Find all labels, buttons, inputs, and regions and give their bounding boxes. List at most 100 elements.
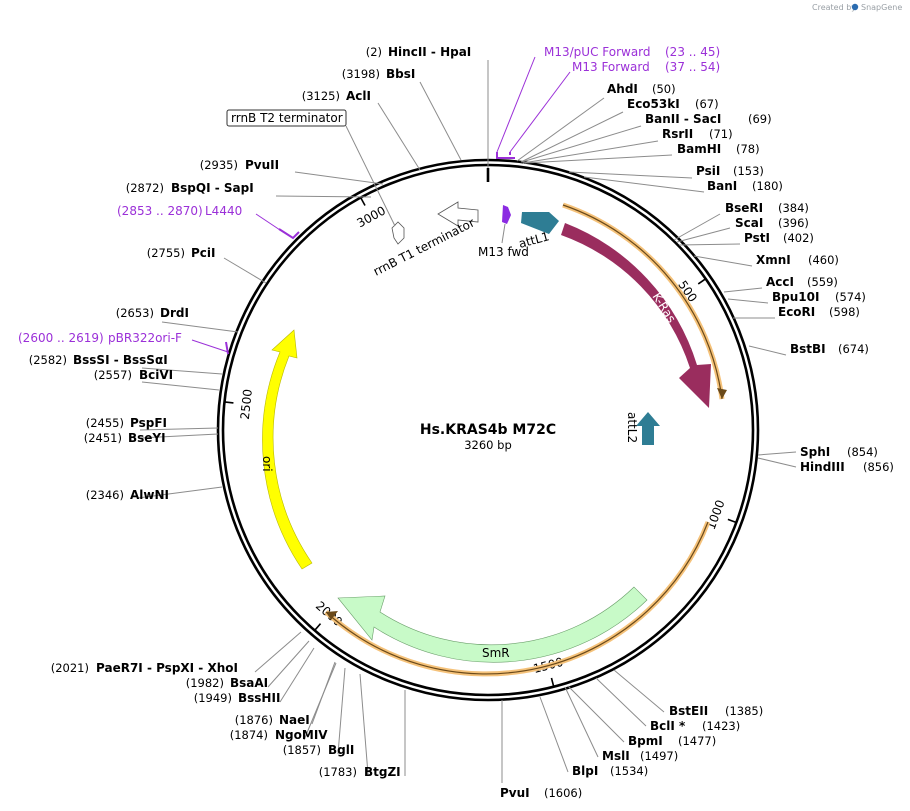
enzyme-leader-line (568, 171, 693, 179)
enzyme-leader-line (673, 213, 721, 241)
bp-tick-mark (550, 677, 555, 687)
enzyme-leader-line (757, 457, 797, 468)
enzyme-position: (460) (808, 253, 839, 267)
rrnb-t2-leader (345, 125, 396, 227)
enzyme-leader-line (520, 111, 624, 163)
m13-puc-forward-mark (496, 152, 515, 159)
enzyme-leader-line (678, 243, 741, 246)
kras-label: K-Ras (649, 290, 678, 325)
enzyme-name: ScaI (735, 216, 763, 230)
bp-tick-mark (359, 197, 366, 206)
enzyme-position: (1874) (230, 728, 268, 742)
enzyme-name: PstI (744, 231, 770, 245)
primer-range: (2853 .. 2870) (117, 204, 203, 218)
enzyme-position: (396) (778, 216, 809, 230)
smr-orf-line (325, 521, 709, 675)
enzyme-leader-line (279, 647, 315, 703)
enzyme-position: (2653) (116, 306, 154, 320)
enzyme-name: BseYI (128, 431, 166, 445)
enzyme-position: (3125) (302, 89, 340, 103)
rrnb-t1-label: rrnB T1 terminator (371, 215, 477, 278)
m13fwd-feature[interactable] (502, 205, 511, 224)
l4440-leader (255, 213, 284, 233)
primer-range: (23 .. 45) (665, 45, 720, 59)
enzyme-name: PaeR7I - PspXI - XhoI (96, 661, 238, 675)
enzyme-position: (574) (835, 290, 866, 304)
enzyme-position: (2451) (84, 431, 122, 445)
enzyme-name: BlpI (572, 764, 598, 778)
enzyme-position: (384) (778, 201, 809, 215)
enzyme-position: (1876) (235, 713, 273, 727)
enzyme-leader-line (419, 81, 462, 161)
enzyme-name: PvuII (245, 158, 279, 172)
enzyme-name: XmnI (756, 253, 791, 267)
smr-orf-arrowhead (326, 611, 338, 620)
m13fwd-label: M13 fwd (478, 245, 529, 259)
enzyme-leader-line (693, 255, 753, 267)
plasmid-size: 3260 bp (464, 438, 512, 452)
enzyme-leader-line (613, 669, 665, 713)
enzyme-name: NaeI (279, 713, 310, 727)
primer-marks (191, 56, 571, 355)
rrnb-t1-feature[interactable] (437, 201, 479, 227)
enzyme-leader-line (139, 427, 219, 431)
enzyme-position: (559) (807, 275, 838, 289)
enzyme-leader-line (564, 686, 599, 758)
primer-name: M13/pUC Forward (544, 45, 651, 59)
enzyme-position: (2582) (29, 353, 67, 367)
enzyme-position: (1423) (702, 719, 740, 733)
bp-tick-label: 2500 (238, 388, 255, 420)
enzyme-leader-line (676, 227, 731, 243)
enzyme-position: (2935) (200, 158, 238, 172)
enzyme-name: BssHII (238, 691, 280, 705)
enzyme-labels-right: AhdI (50) Eco53kI (67) BanII - SacI (69)… (500, 82, 894, 800)
enzyme-name: BstEII (669, 704, 708, 718)
enzyme-name: PciI (191, 246, 216, 260)
rrnb-t2-label: rrnB T2 terminator (231, 111, 343, 125)
orf-arcs (324, 202, 727, 677)
primer-name: pBR322ori-F (108, 331, 182, 345)
enzyme-name: BstBI (790, 342, 826, 356)
enzyme-position: (67) (695, 97, 719, 111)
l4440-mark (278, 228, 300, 240)
enzyme-name: RsrII (662, 127, 693, 141)
enzyme-leader-line (748, 345, 787, 356)
primer-name: M13 Forward (572, 60, 650, 74)
enzyme-name: BciVI (139, 368, 173, 382)
enzyme-leader-line (595, 677, 647, 727)
primer-range: (2600 .. 2619) (18, 331, 104, 345)
enzyme-leader-line (727, 298, 769, 304)
primer-range: (37 .. 54) (665, 60, 720, 74)
enzyme-leader-line (524, 154, 673, 164)
enzyme-position: (598) (829, 305, 860, 319)
enzyme-name: BglI (328, 743, 354, 757)
enzyme-position: (2021) (51, 661, 89, 675)
enzyme-leader-line (161, 321, 239, 333)
bp-tick-mark (314, 623, 322, 631)
attl2-feature[interactable] (636, 412, 660, 445)
enzyme-name: Eco53kI (627, 97, 680, 111)
enzyme-position: (180) (752, 179, 783, 193)
enzyme-position: (1534) (610, 764, 648, 778)
attl1-feature[interactable] (521, 212, 559, 234)
bp-tick-mark (224, 401, 234, 404)
enzyme-name: BssSI - BssSαI (73, 353, 168, 367)
enzyme-position: (402) (783, 231, 814, 245)
enzyme-name: BseRI (725, 201, 763, 215)
rrnb-t2-feature[interactable] (391, 221, 405, 245)
enzyme-name: AlwNI (130, 488, 169, 502)
snapgene-credit[interactable]: Created by SnapGene (812, 3, 902, 12)
smr-feature[interactable] (337, 586, 648, 663)
credit-brand: SnapGene (861, 3, 902, 12)
enzyme-position: (69) (748, 112, 772, 126)
enzyme-position: (1949) (194, 691, 232, 705)
enzyme-leader-line (223, 257, 267, 284)
enzyme-position: (1477) (678, 734, 716, 748)
enzyme-position: (2872) (126, 181, 164, 195)
enzyme-position: (78) (736, 142, 760, 156)
kras-feature[interactable] (561, 223, 711, 408)
ori-feature[interactable] (262, 329, 313, 570)
enzyme-position: (3198) (342, 67, 380, 81)
kras-orf-line (562, 204, 723, 400)
